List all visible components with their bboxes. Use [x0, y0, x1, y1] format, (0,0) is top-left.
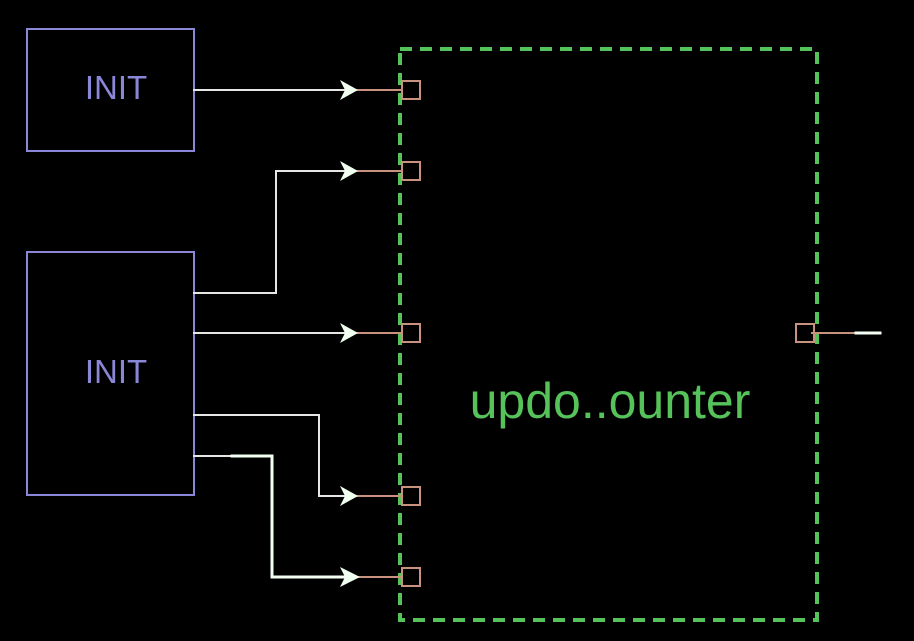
wire-2[interactable] — [193, 170, 347, 294]
wire-4[interactable] — [193, 414, 347, 497]
arrow-icon — [340, 567, 360, 587]
init-block-1[interactable]: INIT — [26, 28, 195, 152]
module-boundary — [398, 47, 819, 622]
arrow-icon — [340, 486, 358, 506]
arrow-icon — [340, 323, 358, 343]
arrowheads — [340, 80, 360, 587]
input-port-5[interactable] — [401, 567, 421, 587]
arrow-icon — [340, 80, 358, 100]
input-ports — [401, 80, 421, 587]
init-block-2[interactable]: INIT — [26, 251, 195, 496]
wires — [193, 89, 882, 579]
input-port-4[interactable] — [401, 486, 421, 506]
init-block-1-label: INIT — [85, 69, 147, 106]
output-port[interactable] — [795, 323, 815, 343]
init-block-2-body — [26, 251, 195, 496]
arrow-icon — [340, 161, 358, 181]
wire-5[interactable] — [230, 454, 348, 579]
input-port-2[interactable] — [401, 161, 421, 181]
input-port-1[interactable] — [401, 80, 421, 100]
init-block-2-label: INIT — [85, 353, 147, 390]
module-label: updo..ounter — [470, 373, 751, 429]
input-port-3[interactable] — [401, 323, 421, 343]
module-updo-counter[interactable]: updo..ounter — [398, 47, 819, 622]
